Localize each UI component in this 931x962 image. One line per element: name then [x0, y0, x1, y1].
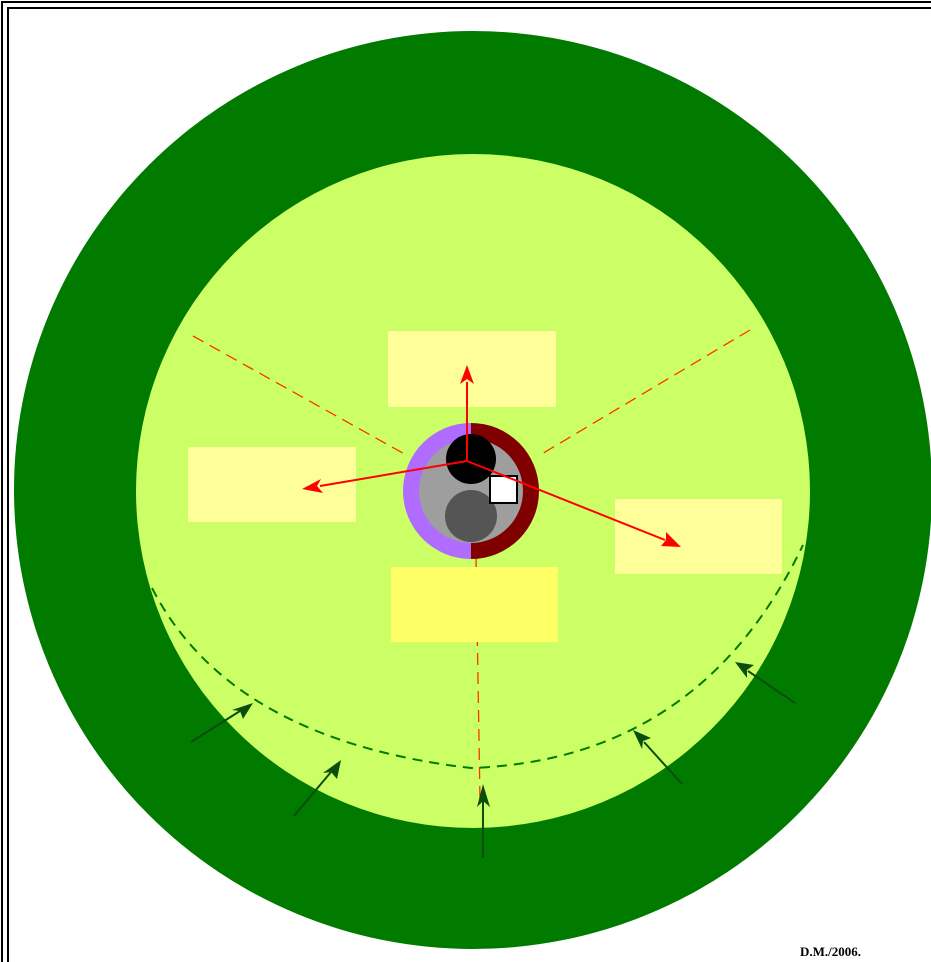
- central-core: [403, 423, 539, 559]
- label-box-top: [388, 331, 556, 407]
- force-arrow-left: [302, 460, 468, 493]
- force-arrow-up: [460, 365, 474, 461]
- core-top-ball: [446, 434, 496, 484]
- core-bottom-ball: [445, 490, 497, 542]
- force-arrow-right: [466, 460, 681, 547]
- guide-line-upper-left: [192, 335, 409, 457]
- inward-arrow-3: [477, 784, 490, 858]
- inward-arrow-4: [633, 730, 683, 785]
- inward-arrow-5: [735, 662, 796, 704]
- inner-border: [7, 7, 931, 962]
- guide-line-upper-right: [539, 329, 751, 456]
- dashed-boundary: [151, 544, 804, 770]
- label-box-right: [615, 499, 782, 574]
- force-arrows: [302, 365, 681, 547]
- inward-arrows: [190, 662, 796, 858]
- inward-arrow-2: [293, 760, 341, 817]
- author-credit: D.M./2006.: [800, 944, 862, 959]
- inward-arrow-1: [190, 703, 253, 743]
- label-box-bottom: [391, 567, 558, 642]
